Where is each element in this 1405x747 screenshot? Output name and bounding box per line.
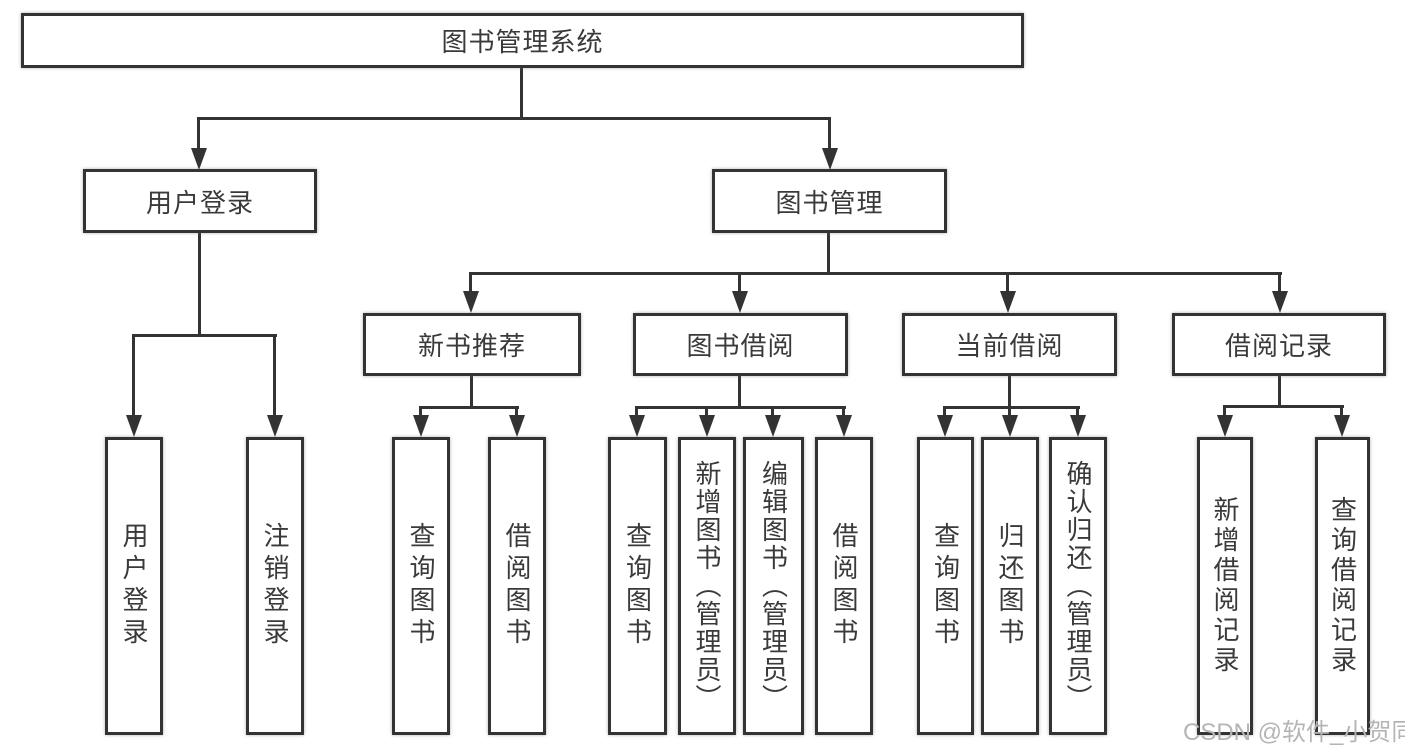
arrow-down-icon — [1070, 415, 1086, 437]
node-borrow-records: 借阅记录 — [1172, 313, 1386, 376]
node-book-management: 图书管理 — [712, 169, 947, 233]
node-book-borrowing-label: 图书借阅 — [686, 331, 795, 361]
connector-logout-leaf-stem — [273, 334, 276, 418]
connector-stub — [419, 406, 422, 418]
leaf-borrow-book: 借阅图书 — [815, 437, 873, 735]
arrow-down-icon — [822, 148, 838, 170]
connector-stub — [943, 406, 946, 418]
arrow-down-icon — [1334, 415, 1350, 437]
arrow-down-icon — [937, 415, 953, 437]
leaf-confirm-return-admin: 确认归还（管理员） — [1049, 437, 1107, 735]
connector-user-login-stem — [197, 117, 200, 151]
node-user-login: 用户登录 — [83, 169, 317, 233]
leaf-user-login-label: 用户登录 — [119, 522, 149, 650]
leaf-query-book-recommend: 查询图书 — [392, 437, 450, 735]
leaf-user-login: 用户登录 — [105, 437, 163, 735]
connector-book-mgmt-drop — [827, 233, 830, 274]
leaf-borrow-book-label: 借阅图书 — [829, 522, 859, 650]
arrow-down-icon — [765, 415, 781, 437]
node-borrow-records-label: 借阅记录 — [1224, 331, 1333, 361]
leaf-add-book-admin: 新增图书（管理员） — [678, 437, 736, 735]
node-book-management-label: 图书管理 — [775, 187, 884, 218]
arrow-down-icon — [463, 291, 479, 313]
arrow-down-icon — [699, 415, 715, 437]
connector-stub — [635, 406, 638, 418]
connector-current-borrow-drop — [1008, 376, 1011, 408]
connector-book-borrow-stem — [738, 272, 741, 294]
leaf-add-borrow-record-label: 新增借阅记录 — [1210, 496, 1240, 676]
connector-stub — [1223, 405, 1226, 418]
connector-borrow-records-stem — [1278, 272, 1281, 294]
arrow-down-icon — [732, 291, 748, 313]
node-new-book-recommend-label: 新书推荐 — [417, 331, 526, 361]
connector-user-login-drop — [198, 233, 201, 336]
leaf-logout-label: 注销登录 — [260, 522, 290, 650]
arrow-down-icon — [1000, 291, 1016, 313]
node-new-book-recommend: 新书推荐 — [363, 313, 581, 376]
arrow-down-icon — [509, 415, 525, 437]
leaf-return-book-label: 归还图书 — [995, 522, 1025, 650]
connector-level1-rail — [197, 117, 831, 120]
connector-stub — [1008, 406, 1011, 418]
arrow-down-icon — [629, 415, 645, 437]
connector-book-borrow-drop — [738, 376, 741, 408]
leaf-edit-book-admin-label: 编辑图书（管理员） — [758, 460, 789, 712]
node-user-login-label: 用户登录 — [145, 187, 254, 218]
connector-stub — [842, 406, 845, 418]
leaf-add-book-admin-label: 新增图书（管理员） — [692, 460, 722, 712]
leaf-query-book-borrowing: 查询图书 — [608, 437, 667, 735]
arrow-down-icon — [836, 415, 852, 437]
connector-book-mgmt-stem — [828, 117, 831, 151]
connector-new-book-rail — [419, 406, 519, 409]
connector-stub — [1076, 406, 1079, 418]
leaf-query-borrow-record-label: 查询借阅记录 — [1327, 496, 1358, 676]
leaf-query-book-current: 查询图书 — [917, 437, 974, 735]
node-current-borrowing-label: 当前借阅 — [955, 331, 1064, 361]
leaf-edit-book-admin: 编辑图书（管理员） — [743, 437, 804, 735]
connector-stub — [1340, 405, 1343, 418]
connector-current-borrow-rail — [943, 406, 1080, 409]
csdn-watermark: CSDN @软件_小贺同学 — [1183, 719, 1405, 746]
connector-level2-rail — [469, 272, 1282, 275]
node-root-label: 图书管理系统 — [441, 27, 604, 57]
leaf-query-borrow-record: 查询借阅记录 — [1315, 437, 1370, 735]
connector-stub — [705, 406, 708, 418]
connector-stub — [771, 406, 774, 418]
connector-borrow-records-rail — [1223, 405, 1344, 408]
node-root: 图书管理系统 — [21, 13, 1024, 68]
leaf-borrow-book-recommend: 借阅图书 — [488, 437, 546, 735]
node-book-borrowing: 图书借阅 — [633, 313, 848, 376]
leaf-query-book-recommend-label: 查询图书 — [406, 522, 436, 650]
leaf-query-book-borrowing-label: 查询图书 — [622, 522, 653, 650]
arrow-down-icon — [1272, 291, 1288, 313]
arrow-down-icon — [1002, 415, 1018, 437]
connector-book-borrow-rail — [635, 406, 846, 409]
connector-current-borrow-stem — [1006, 272, 1009, 294]
connector-root-stem — [520, 68, 523, 118]
node-current-borrowing: 当前借阅 — [902, 313, 1117, 376]
leaf-return-book: 归还图书 — [981, 437, 1039, 735]
connector-stub — [515, 406, 518, 418]
connector-user-login-rail — [132, 334, 277, 337]
connector-new-book-drop — [470, 376, 473, 408]
arrow-down-icon — [1217, 415, 1233, 437]
connector-user-login-leaf-stem — [132, 334, 135, 418]
leaf-logout: 注销登录 — [246, 437, 304, 735]
arrow-down-icon — [413, 415, 429, 437]
leaf-confirm-return-admin-label: 确认归还（管理员） — [1063, 460, 1093, 712]
leaf-borrow-book-recommend-label: 借阅图书 — [502, 522, 532, 650]
arrow-down-icon — [267, 415, 283, 437]
leaf-query-book-current-label: 查询图书 — [930, 522, 961, 650]
connector-new-book-stem — [469, 272, 472, 294]
arrow-down-icon — [191, 148, 207, 170]
connector-borrow-records-drop — [1278, 376, 1281, 407]
leaf-add-borrow-record: 新增借阅记录 — [1197, 437, 1253, 735]
arrow-down-icon — [126, 415, 142, 437]
